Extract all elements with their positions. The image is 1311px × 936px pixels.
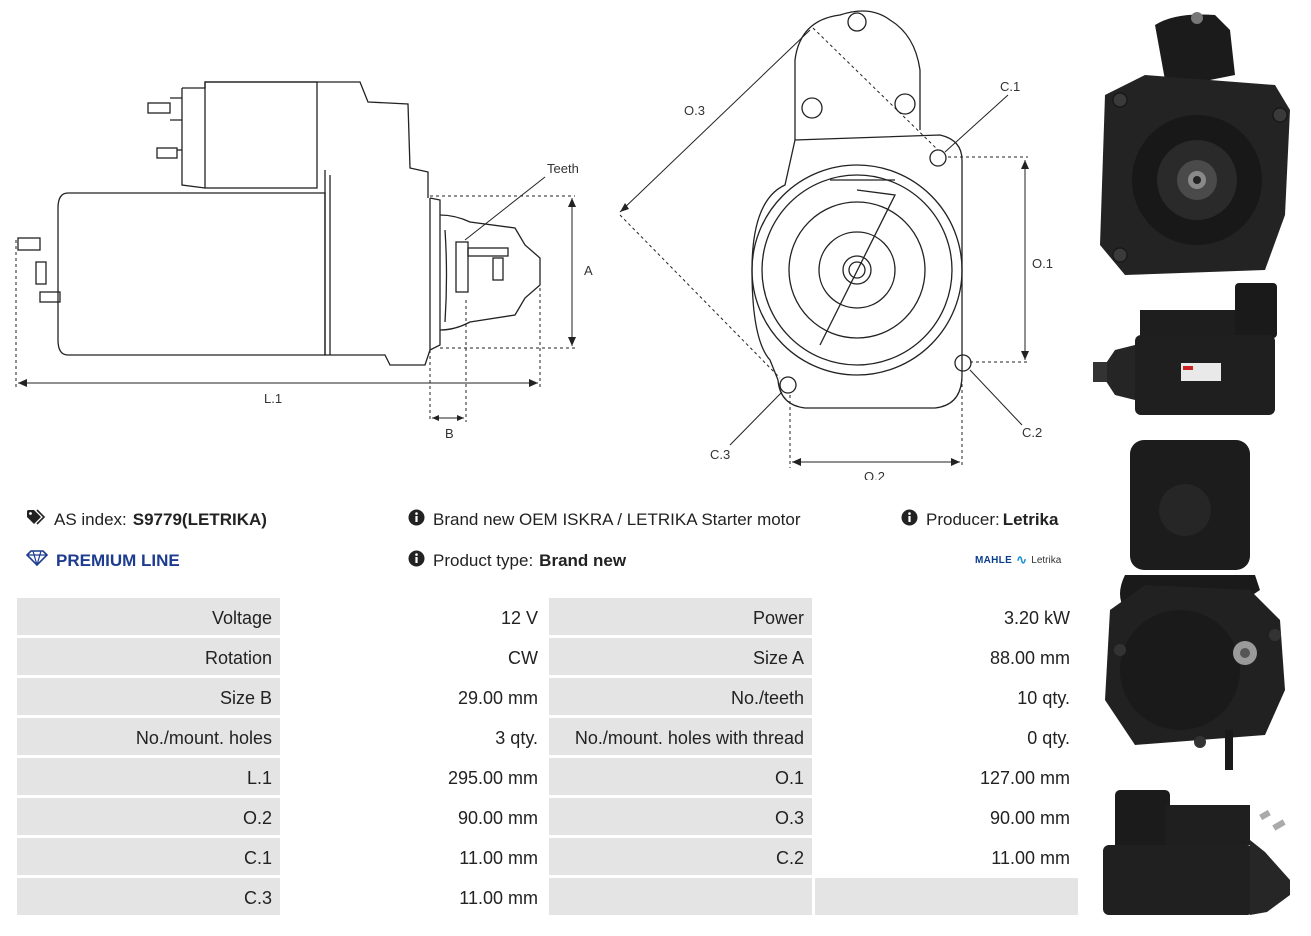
spec-key: Power	[549, 598, 812, 635]
photo-rear-view	[1105, 440, 1285, 770]
label-o2: O.2	[864, 469, 885, 480]
description-row: Brand new OEM ISKRA / LETRIKA Starter mo…	[408, 509, 801, 531]
label-o3: O.3	[684, 103, 705, 118]
label-c3: C.3	[710, 447, 730, 462]
label-teeth: Teeth	[547, 161, 579, 176]
spec-value: 127.00 mm	[815, 758, 1078, 795]
spec-key: O.3	[549, 798, 812, 835]
spec-value: 295.00 mm	[283, 758, 546, 795]
spec-key: C.3	[17, 878, 280, 915]
spec-value	[815, 878, 1078, 915]
premium-line-badge: PREMIUM LINE	[25, 550, 180, 571]
photo-side-view	[1093, 283, 1277, 415]
logo-letrika: Letrika	[1031, 554, 1062, 566]
spec-key: O.2	[17, 798, 280, 835]
label-l1: L.1	[264, 391, 282, 406]
info-icon	[408, 550, 425, 572]
spec-value: 29.00 mm	[283, 678, 546, 715]
spec-key: Voltage	[17, 598, 280, 635]
spec-value: 11.00 mm	[283, 838, 546, 875]
diamond-icon	[25, 550, 49, 571]
spec-value: 3.20 kW	[815, 598, 1078, 635]
description-text: Brand new OEM ISKRA / LETRIKA Starter mo…	[433, 510, 801, 529]
label-c2: C.2	[1022, 425, 1042, 440]
product-type-label: Product type:	[433, 551, 534, 570]
spec-value: 90.00 mm	[283, 798, 546, 835]
mahle-letrika-logo: MAHLE ∿ Letrika	[975, 552, 1061, 568]
spec-key: C.2	[549, 838, 812, 875]
spec-key	[549, 878, 812, 915]
technical-drawing: Teeth A L.1 B	[15, 10, 1053, 480]
logo-mahle: MAHLE	[975, 554, 1013, 566]
label-c1: C.1	[1000, 79, 1020, 94]
product-photos	[1093, 12, 1290, 915]
spec-key: No./teeth	[549, 678, 812, 715]
spec-value: 12 V	[283, 598, 546, 635]
spec-key: O.1	[549, 758, 812, 795]
spec-key: No./mount. holes	[17, 718, 280, 755]
spec-value: 10 qty.	[815, 678, 1078, 715]
spec-value: 0 qty.	[815, 718, 1078, 755]
label-a: A	[584, 263, 593, 278]
spec-key: Rotation	[17, 638, 280, 675]
as-index-value: S9779(LETRIKA)	[132, 509, 267, 529]
label-b: B	[445, 426, 454, 441]
producer-label: Producer:	[926, 510, 1000, 529]
spec-value: 11.00 mm	[283, 878, 546, 915]
label-o1: O.1	[1032, 256, 1053, 271]
product-type-value: Brand new	[539, 551, 627, 570]
premium-line-text: PREMIUM LINE	[56, 550, 180, 570]
info-icon	[901, 509, 918, 531]
spec-value: CW	[283, 638, 546, 675]
photo-front-view	[1100, 12, 1290, 275]
spec-key: Size A	[549, 638, 812, 675]
producer-row: Producer: Letrika	[901, 509, 1058, 531]
as-index-row: AS index: S9779(LETRIKA)	[26, 509, 267, 530]
spec-value: 3 qty.	[283, 718, 546, 755]
as-index-label: AS index:	[54, 509, 127, 529]
spec-key: Size B	[17, 678, 280, 715]
info-icon	[408, 509, 425, 531]
logo-wave-icon: ∿	[1016, 552, 1028, 567]
spec-key: C.1	[17, 838, 280, 875]
photo-side-view-hardware	[1103, 790, 1290, 915]
spec-value: 90.00 mm	[815, 798, 1078, 835]
spec-key: No./mount. holes with thread	[549, 718, 812, 755]
spec-value: 11.00 mm	[815, 838, 1078, 875]
producer-value: Letrika	[1002, 510, 1059, 529]
spec-value: 88.00 mm	[815, 638, 1078, 675]
tag-icon	[26, 509, 46, 530]
product-type-row: Product type: Brand new	[408, 550, 626, 572]
spec-key: L.1	[17, 758, 280, 795]
